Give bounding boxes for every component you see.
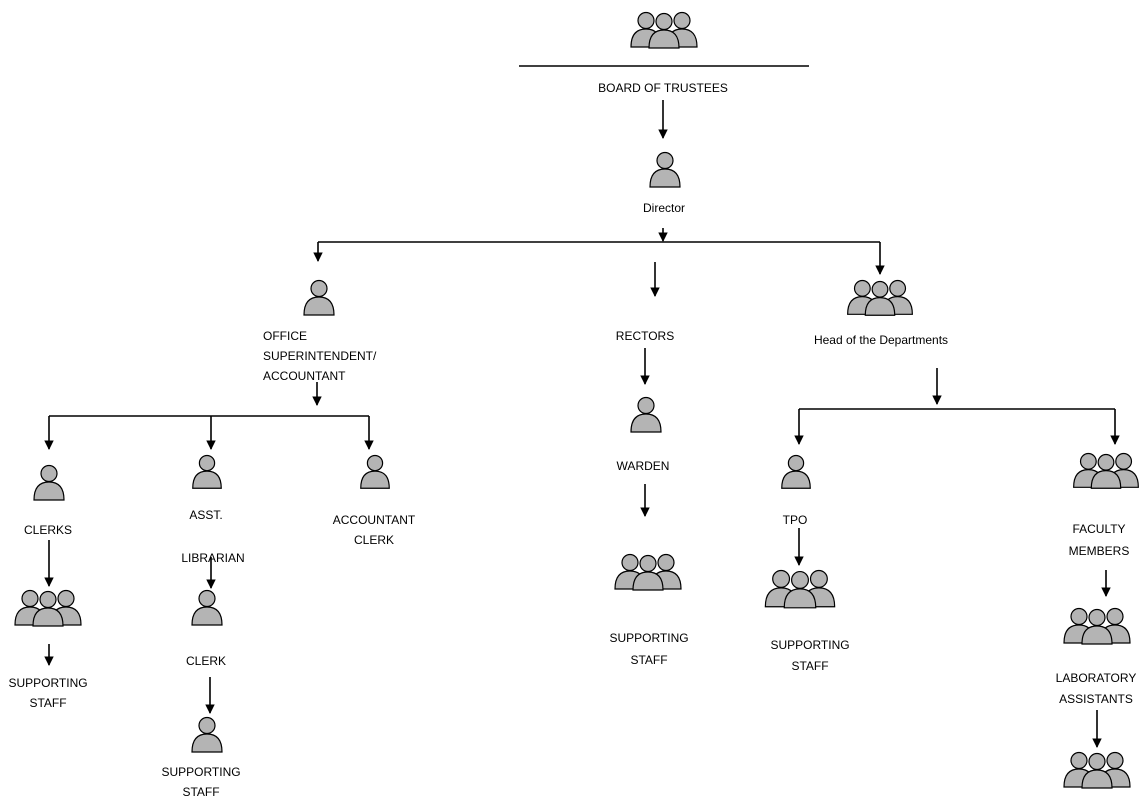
group-icon: [630, 11, 698, 49]
group-icon: [1073, 452, 1139, 489]
person-icon: [33, 464, 65, 501]
person-figure: [303, 279, 335, 316]
person-figure: [1081, 608, 1113, 645]
person-icon: [191, 589, 223, 626]
person-figure: [191, 716, 223, 753]
asst-librarian-line-2: LIBRARIAN: [181, 551, 245, 565]
faculty-members-line-2: MEMBERS: [1068, 544, 1130, 558]
librarian-supporting-staff-line-1: SUPPORTING: [161, 765, 241, 779]
warden-supporting-staff-line-1: SUPPORTING: [609, 631, 689, 645]
group-icon: [1063, 607, 1131, 645]
office-superintendent-line-3: ACCOUNTANT: [263, 369, 346, 383]
person-figure: [864, 280, 896, 316]
person-figure: [32, 590, 64, 627]
person-icon: [303, 279, 335, 316]
group-icon: [764, 569, 836, 609]
asst-librarian-line-1: ASST.: [189, 508, 223, 522]
group-icon: [614, 553, 682, 591]
person-figure: [360, 454, 390, 489]
office-superintendent-line-2: SUPERINTENDENT/: [263, 349, 377, 363]
person-icon: [192, 454, 222, 489]
laboratory-assistants-line-2: ASSISTANTS: [1059, 692, 1133, 706]
person-figure: [648, 12, 680, 49]
warden-label: WARDEN: [616, 459, 670, 473]
tpo-supporting-staff-line-1: SUPPORTING: [770, 638, 850, 652]
tpo-label: TPO: [782, 513, 808, 527]
person-figure: [33, 464, 65, 501]
person-icon: [360, 454, 390, 489]
person-figure: [1081, 752, 1113, 789]
person-figure: [649, 151, 681, 188]
rectors-label: RECTORS: [615, 329, 675, 343]
faculty-members-line-1: FACULTY: [1072, 522, 1126, 536]
person-figure: [630, 396, 662, 433]
heads-of-departments-label: Head of the Departments: [813, 333, 949, 347]
person-figure: [632, 554, 664, 591]
person-figure: [781, 454, 811, 489]
person-figure: [192, 454, 222, 489]
board-of-trustees-label: BOARD OF TRUSTEES: [598, 81, 728, 95]
laboratory-assistants-line-1: LABORATORY: [1055, 671, 1137, 685]
person-icon: [781, 454, 811, 489]
office-superintendent-label: OFFICE SUPERINTENDENT/ ACCOUNTANT: [263, 326, 376, 386]
librarian-supporting-staff-line-2: STAFF: [182, 785, 220, 796]
clerks-supporting-staff-line-1: SUPPORTING: [8, 676, 88, 690]
person-icon: [191, 716, 223, 753]
person-figure: [191, 589, 223, 626]
group-icon: [1063, 751, 1131, 789]
director-label: Director: [642, 201, 686, 215]
accountant-clerk-label: ACCOUNTANT CLERK: [332, 513, 416, 544]
tpo-supporting-staff-line-2: STAFF: [791, 659, 829, 673]
clerks-supporting-staff-line-2: STAFF: [29, 696, 67, 710]
warden-supporting-staff-line-2: STAFF: [630, 653, 668, 667]
person-figure: [1090, 453, 1122, 489]
person-figure: [783, 570, 817, 609]
group-icon: [14, 589, 82, 627]
group-icon: [847, 279, 913, 316]
clerks-label: CLERKS: [23, 523, 73, 537]
clerk-label: CLERK: [185, 654, 227, 668]
person-icon: [649, 151, 681, 188]
office-superintendent-line-1: OFFICE: [263, 329, 307, 343]
person-icon: [630, 396, 662, 433]
